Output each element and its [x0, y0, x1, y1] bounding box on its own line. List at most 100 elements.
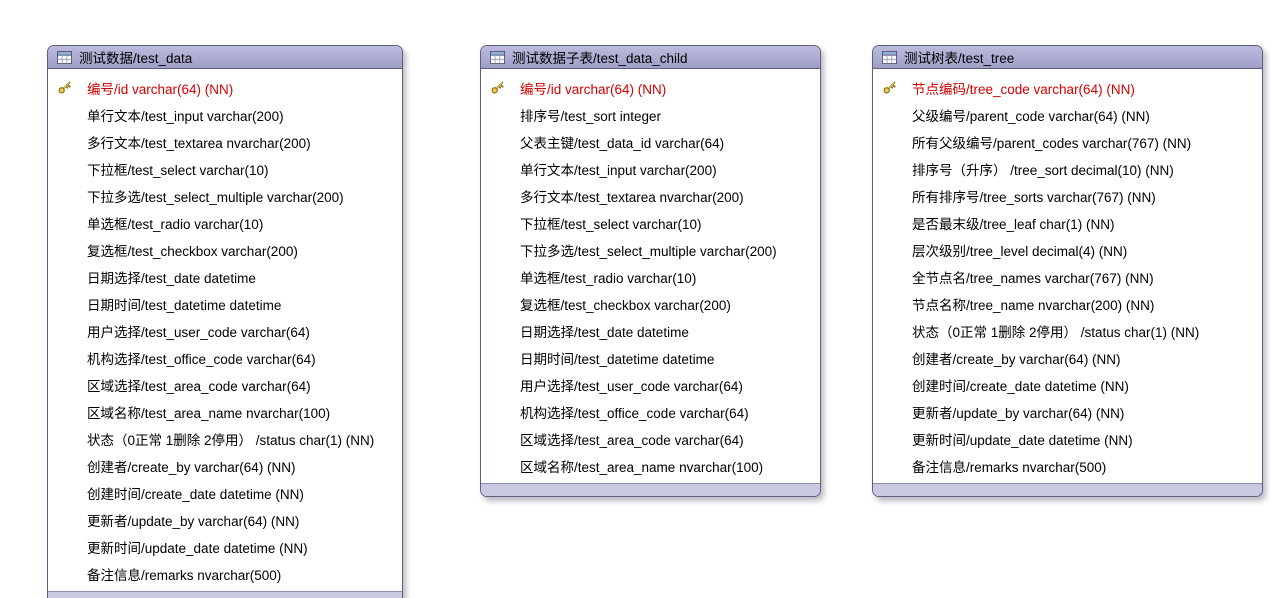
table-columns: 编号/id varchar(64) (NN) 排序号/test_sort inte… — [481, 69, 820, 483]
column-label: 日期时间/test_datetime datetime — [87, 297, 282, 313]
column-row[interactable]: 状态（0正常 1删除 2停用） /status char(1) (NN) — [48, 425, 402, 452]
column-row[interactable]: 所有排序号/tree_sorts varchar(767) (NN) — [873, 182, 1262, 209]
column-label: 单行文本/test_input varchar(200) — [520, 162, 717, 178]
column-row-primary-key[interactable]: 编号/id varchar(64) (NN) — [48, 74, 402, 101]
column-row[interactable]: 单选框/test_radio varchar(10) — [48, 209, 402, 236]
table-icon — [490, 50, 505, 64]
column-label: 节点编码/tree_code varchar(64) (NN) — [912, 81, 1135, 97]
column-row[interactable]: 是否最末级/tree_leaf char(1) (NN) — [873, 209, 1262, 236]
column-row[interactable]: 父级编号/parent_code varchar(64) (NN) — [873, 101, 1262, 128]
column-row[interactable]: 更新者/update_by varchar(64) (NN) — [873, 398, 1262, 425]
column-row[interactable]: 父表主键/test_data_id varchar(64) — [481, 128, 820, 155]
column-row[interactable]: 单行文本/test_input varchar(200) — [48, 101, 402, 128]
column-label: 备注信息/remarks nvarchar(500) — [912, 459, 1107, 475]
column-label: 创建时间/create_date datetime (NN) — [912, 378, 1129, 394]
column-row[interactable]: 更新者/update_by varchar(64) (NN) — [48, 506, 402, 533]
column-label: 单选框/test_radio varchar(10) — [520, 270, 697, 286]
column-label: 全节点名/tree_names varchar(767) (NN) — [912, 270, 1154, 286]
primary-key-icon — [490, 80, 520, 95]
column-row[interactable]: 日期选择/test_date datetime — [48, 263, 402, 290]
column-label: 创建者/create_by varchar(64) (NN) — [912, 351, 1121, 367]
column-row[interactable]: 状态（0正常 1删除 2停用） /status char(1) (NN) — [873, 317, 1262, 344]
column-label: 排序号/test_sort integer — [520, 108, 662, 124]
column-row[interactable]: 全节点名/tree_names varchar(767) (NN) — [873, 263, 1262, 290]
column-row[interactable]: 排序号/test_sort integer — [481, 101, 820, 128]
column-row[interactable]: 日期选择/test_date datetime — [481, 317, 820, 344]
column-row[interactable]: 创建时间/create_date datetime (NN) — [873, 371, 1262, 398]
column-row[interactable]: 区域选择/test_area_code varchar(64) — [481, 425, 820, 452]
column-label: 更新者/update_by varchar(64) (NN) — [87, 513, 300, 529]
column-row[interactable]: 创建时间/create_date datetime (NN) — [48, 479, 402, 506]
table-columns: 编号/id varchar(64) (NN) 单行文本/test_input va… — [48, 69, 402, 591]
column-row[interactable]: 备注信息/remarks nvarchar(500) — [48, 560, 402, 587]
table-title: 测试数据/test_data — [79, 51, 193, 66]
table-header[interactable]: 测试数据子表/test_data_child — [481, 46, 820, 69]
column-label: 多行文本/test_textarea nvarchar(200) — [87, 135, 311, 151]
column-label: 编号/id varchar(64) (NN) — [520, 81, 667, 97]
column-label: 多行文本/test_textarea nvarchar(200) — [520, 189, 744, 205]
primary-key-icon — [882, 80, 912, 95]
table-footer — [873, 483, 1262, 496]
column-row[interactable]: 复选框/test_checkbox varchar(200) — [481, 290, 820, 317]
column-row[interactable]: 日期时间/test_datetime datetime — [48, 290, 402, 317]
column-label: 更新时间/update_date datetime (NN) — [87, 540, 308, 556]
column-label: 区域名称/test_area_name nvarchar(100) — [520, 459, 764, 475]
column-row[interactable]: 机构选择/test_office_code varchar(64) — [48, 344, 402, 371]
table-card-test-data-child[interactable]: 测试数据子表/test_data_child 编号/id varchar(64)… — [480, 45, 821, 497]
column-label: 编号/id varchar(64) (NN) — [87, 81, 234, 97]
column-label: 区域选择/test_area_code varchar(64) — [87, 378, 311, 394]
column-row[interactable]: 区域名称/test_area_name nvarchar(100) — [481, 452, 820, 479]
column-row[interactable]: 更新时间/update_date datetime (NN) — [48, 533, 402, 560]
column-row[interactable]: 区域选择/test_area_code varchar(64) — [48, 371, 402, 398]
column-label: 排序号（升序） /tree_sort decimal(10) (NN) — [912, 162, 1174, 178]
column-row[interactable]: 用户选择/test_user_code varchar(64) — [48, 317, 402, 344]
column-label: 区域选择/test_area_code varchar(64) — [520, 432, 744, 448]
column-row[interactable]: 下拉框/test_select varchar(10) — [48, 155, 402, 182]
column-label: 父级编号/parent_code varchar(64) (NN) — [912, 108, 1150, 124]
column-row-primary-key[interactable]: 编号/id varchar(64) (NN) — [481, 74, 820, 101]
table-header[interactable]: 测试树表/test_tree — [873, 46, 1262, 69]
column-row[interactable]: 用户选择/test_user_code varchar(64) — [481, 371, 820, 398]
column-label: 备注信息/remarks nvarchar(500) — [87, 567, 282, 583]
table-title: 测试数据子表/test_data_child — [512, 51, 688, 66]
column-label: 所有父级编号/parent_codes varchar(767) (NN) — [912, 135, 1192, 151]
column-row[interactable]: 日期时间/test_datetime datetime — [481, 344, 820, 371]
column-row[interactable]: 机构选择/test_office_code varchar(64) — [481, 398, 820, 425]
table-header[interactable]: 测试数据/test_data — [48, 46, 402, 69]
column-row[interactable]: 区域名称/test_area_name nvarchar(100) — [48, 398, 402, 425]
column-label: 父表主键/test_data_id varchar(64) — [520, 135, 725, 151]
primary-key-icon — [57, 80, 87, 95]
column-row[interactable]: 节点名称/tree_name nvarchar(200) (NN) — [873, 290, 1262, 317]
table-card-test-data[interactable]: 测试数据/test_data 编号/id varchar(64) (NN) 单行文… — [47, 45, 403, 598]
column-label: 所有排序号/tree_sorts varchar(767) (NN) — [912, 189, 1156, 205]
table-icon — [57, 50, 72, 64]
column-row[interactable]: 下拉多选/test_select_multiple varchar(200) — [481, 236, 820, 263]
column-label: 更新时间/update_date datetime (NN) — [912, 432, 1133, 448]
column-row-primary-key[interactable]: 节点编码/tree_code varchar(64) (NN) — [873, 74, 1262, 101]
column-label: 下拉多选/test_select_multiple varchar(200) — [87, 189, 344, 205]
column-row[interactable]: 下拉框/test_select varchar(10) — [481, 209, 820, 236]
column-label: 单行文本/test_input varchar(200) — [87, 108, 284, 124]
column-row[interactable]: 复选框/test_checkbox varchar(200) — [48, 236, 402, 263]
table-title: 测试树表/test_tree — [904, 51, 1015, 66]
column-row[interactable]: 多行文本/test_textarea nvarchar(200) — [48, 128, 402, 155]
column-row[interactable]: 单行文本/test_input varchar(200) — [481, 155, 820, 182]
table-footer — [48, 591, 402, 598]
column-label: 日期选择/test_date datetime — [520, 324, 689, 340]
column-row[interactable]: 排序号（升序） /tree_sort decimal(10) (NN) — [873, 155, 1262, 182]
column-row[interactable]: 层次级别/tree_level decimal(4) (NN) — [873, 236, 1262, 263]
table-columns: 节点编码/tree_code varchar(64) (NN) 父级编号/pare… — [873, 69, 1262, 483]
column-row[interactable]: 多行文本/test_textarea nvarchar(200) — [481, 182, 820, 209]
column-label: 节点名称/tree_name nvarchar(200) (NN) — [912, 297, 1155, 313]
column-row[interactable]: 创建者/create_by varchar(64) (NN) — [873, 344, 1262, 371]
column-row[interactable]: 单选框/test_radio varchar(10) — [481, 263, 820, 290]
column-label: 状态（0正常 1删除 2停用） /status char(1) (NN) — [912, 324, 1200, 340]
table-card-test-tree[interactable]: 测试树表/test_tree 节点编码/tree_code varchar(64… — [872, 45, 1263, 497]
column-label: 是否最末级/tree_leaf char(1) (NN) — [912, 216, 1115, 232]
column-row[interactable]: 所有父级编号/parent_codes varchar(767) (NN) — [873, 128, 1262, 155]
column-row[interactable]: 更新时间/update_date datetime (NN) — [873, 425, 1262, 452]
column-row[interactable]: 下拉多选/test_select_multiple varchar(200) — [48, 182, 402, 209]
column-row[interactable]: 备注信息/remarks nvarchar(500) — [873, 452, 1262, 479]
column-row[interactable]: 创建者/create_by varchar(64) (NN) — [48, 452, 402, 479]
